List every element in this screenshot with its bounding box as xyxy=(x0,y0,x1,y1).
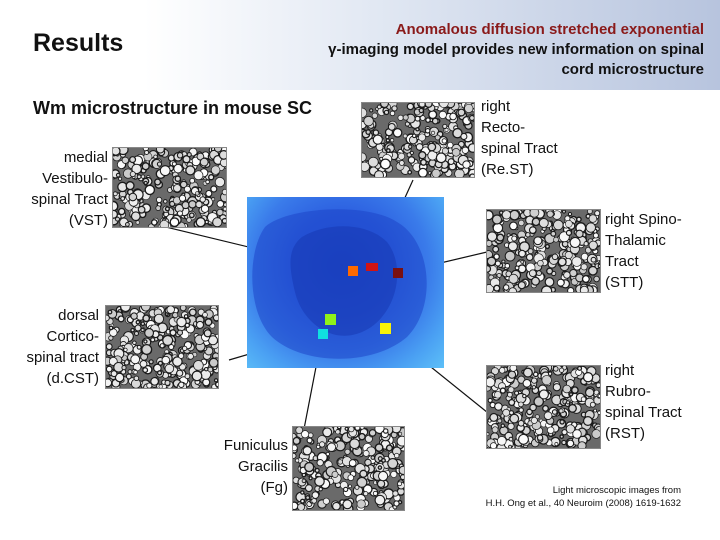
label-vst: medial Vestibulo- spinal Tract (VST) xyxy=(31,149,108,229)
micrograph-texture xyxy=(106,306,218,388)
micrograph-texture xyxy=(113,148,226,227)
marker-stt xyxy=(393,268,403,278)
micrograph-fg xyxy=(292,426,405,511)
scan-markers xyxy=(252,209,427,359)
micrograph-vst xyxy=(112,147,227,228)
subtitle-line-2: γ-imaging model provides new information… xyxy=(328,41,704,58)
micrograph-texture xyxy=(293,427,404,510)
citation-line-2: H.H. Ong et al., 40 Neuroim (2008) 1619-… xyxy=(485,498,681,509)
marker-fg xyxy=(318,329,328,339)
subtitle-line-1: Anomalous diffusion stretched exponentia… xyxy=(395,21,704,38)
label-fg: Funiculus Gracilis (Fg) xyxy=(223,437,288,496)
citation-line-1: Light microscopic images from xyxy=(552,485,681,496)
slide-title: Results xyxy=(33,29,124,57)
micrograph-rest xyxy=(361,102,475,178)
micrograph-texture xyxy=(487,210,600,292)
marker-dcst xyxy=(325,314,336,325)
micrograph-stt xyxy=(486,209,601,293)
label-rst: right Rubro- spinal Tract (RST) xyxy=(605,362,682,442)
label-rest: right Recto- spinal Tract (Re.ST) xyxy=(481,98,558,178)
label-dcst: dorsal Cortico- spinal tract (d.CST) xyxy=(26,307,99,387)
marker-rest xyxy=(366,263,378,271)
marker-rst xyxy=(380,323,391,334)
micrograph-dcst xyxy=(105,305,219,389)
marker-vst xyxy=(348,266,358,276)
micrograph-texture xyxy=(487,366,600,448)
slide-subtitle: Anomalous diffusion stretched exponentia… xyxy=(284,20,704,80)
mri-scan-image xyxy=(247,197,444,368)
micrograph-texture xyxy=(362,103,474,177)
micrograph-rst xyxy=(486,365,601,449)
subtitle-line-3: cord microstructure xyxy=(561,61,704,78)
section-heading: Wm microstructure in mouse SC xyxy=(33,98,313,118)
header-band: Results Anomalous diffusion stretched ex… xyxy=(0,0,720,90)
label-stt: right Spino- Thalamic Tract (STT) xyxy=(605,211,682,291)
image-citation: Light microscopic images from H.H. Ong e… xyxy=(446,484,681,510)
